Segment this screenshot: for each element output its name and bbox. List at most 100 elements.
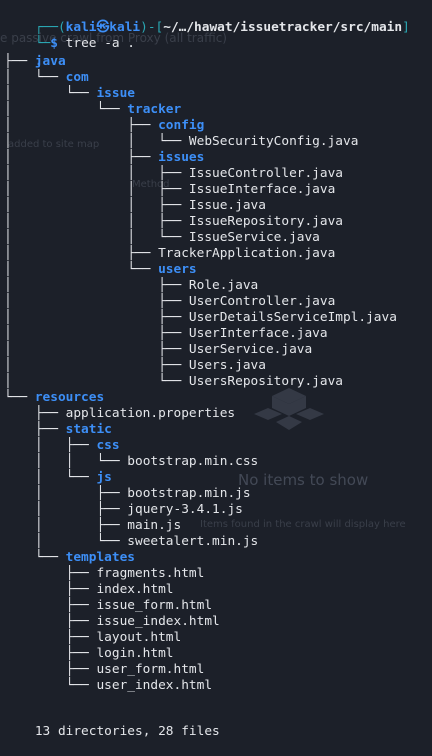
directory-name: config [158,118,205,133]
tree-branch-glyph: │ ├── [4,518,128,533]
tree-branch-glyph: ├── [4,598,97,613]
tree-branch-glyph: │ └── [4,86,97,101]
tree-file-row: ├── index.html [4,582,174,598]
tree-directory-row: ├── java [4,54,66,70]
file-name: bootstrap.min.css [127,454,259,469]
file-name: UserController.java [188,294,336,309]
prompt-path: ~/…/hawat/issuetracker/src/main [163,20,403,35]
tree-directory-row: │ └── users [4,262,197,278]
prompt-line: ┌──(kali㉿kali)-[~/…/hawat/issuetracker/s… [4,4,410,35]
file-name: index.html [96,582,174,597]
tree-branch-glyph: │ └── [4,70,66,85]
tree-branch-glyph: │ ├── [4,438,97,453]
command-text: tree -a . [57,36,136,51]
tree-file-row: │ ├── UserDetailsServiceImpl.java [4,310,397,326]
empty-box-icon [254,388,324,430]
summary-text: 13 directories, 28 files [34,724,220,739]
tree-branch-glyph: ├── [4,662,97,677]
tree-directory-row: │ └── js [4,470,112,486]
file-name: IssueInterface.java [188,182,336,197]
tree-branch-glyph: │ │ ├── [4,214,189,229]
directory-name: templates [65,550,135,565]
tree-branch-glyph: │ │ ├── [4,198,189,213]
tree-branch-glyph: │ ├── [4,502,128,517]
overlay-empty-title: No items to show [238,471,369,489]
tree-file-row: │ ├── UserInterface.java [4,326,328,342]
tree-branch-glyph: │ │ ├── [4,166,189,181]
tree-directory-row: │ └── com [4,70,89,86]
tree-file-row: ├── issue_index.html [4,614,220,630]
tree-file-row: │ │ ├── IssueInterface.java [4,182,335,198]
overlay-empty-subtitle: Items found in the crawl will display he… [200,519,406,530]
directory-name: users [158,262,197,277]
tree-branch-glyph: │ │ ├── [4,182,189,197]
file-name: bootstrap.min.js [127,486,251,501]
tree-directory-row: └── resources [4,390,104,406]
tree-branch-glyph: │ ├── [4,358,189,373]
file-name: WebSecurityConfig.java [188,134,359,149]
tree-file-row: │ │ └── IssueService.java [4,230,320,246]
file-name: jquery-3.4.1.js [127,502,243,517]
summary-line: 13 directories, 28 files [4,708,220,739]
tree-branch-glyph: │ └── [4,262,159,277]
tree-directory-row: └── templates [4,550,135,566]
tree-file-row: │ └── UsersRepository.java [4,374,343,390]
tree-branch-glyph: └── [4,550,66,565]
prompt-at-symbol: ㉿ [96,20,110,35]
file-name: TrackerApplication.java [158,246,336,261]
tree-directory-row: │ └── issue [4,86,135,102]
file-name: UserInterface.java [188,326,328,341]
tree-branch-glyph: │ ├── [4,294,189,309]
tree-branch-glyph: │ ├── [4,342,189,357]
tree-directory-row: │ ├── issues [4,150,204,166]
directory-name: issue [96,86,135,101]
directory-name: static [65,422,112,437]
tree-branch-glyph: ├── [4,54,35,69]
file-name: issue_form.html [96,598,213,613]
tree-branch-glyph: ├── [4,406,66,421]
tree-file-row: │ ├── Role.java [4,278,258,294]
directory-name: issues [158,150,205,165]
tree-branch-glyph: │ └── [4,374,189,389]
tree-file-row: ├── layout.html [4,630,182,646]
file-name: Users.java [188,358,266,373]
tree-branch-glyph: ├── [4,582,97,597]
file-name: sweetalert.min.js [127,534,259,549]
tree-file-row: │ ├── Users.java [4,358,266,374]
file-name: login.html [96,646,174,661]
file-name: layout.html [96,630,182,645]
tree-file-row: ├── user_form.html [4,662,205,678]
tree-root-dot: . [34,54,43,69]
tree-branch-glyph: ├── [4,614,97,629]
tree-branch-glyph: │ │ └── [4,134,189,149]
prompt-user: kali [65,20,97,35]
directory-name: com [65,70,89,85]
file-name: Role.java [188,278,259,293]
file-name: IssueService.java [188,230,320,245]
tree-branch-glyph: │ └── [4,534,128,549]
tree-branch-glyph: │ ├── [4,486,128,501]
tree-directory-row: │ ├── css [4,438,120,454]
tree-branch-glyph: │ ├── [4,310,189,325]
tree-directory-row: │ └── tracker [4,102,181,118]
prompt-dollar: $ [50,36,58,51]
tree-file-row: │ │ ├── Issue.java [4,198,266,214]
tree-file-row: │ └── sweetalert.min.js [4,534,258,550]
tree-file-row: │ │ ├── IssueRepository.java [4,214,343,230]
tree-file-row: │ ├── TrackerApplication.java [4,246,335,262]
tree-branch-glyph: ├── [4,646,97,661]
tree-branch-glyph: │ ├── [4,150,159,165]
file-name: fragments.html [96,566,205,581]
file-name: main.js [127,518,182,533]
tree-file-row: │ ├── bootstrap.min.js [4,486,251,502]
file-name: IssueController.java [188,166,343,181]
directory-name: java [34,54,66,69]
directory-name: js [96,470,112,485]
tree-directory-row: │ ├── config [4,118,204,134]
tree-branch-glyph: ├── [4,630,97,645]
file-name: UserDetailsServiceImpl.java [188,310,397,325]
prompt-corner-top: ┌──( [34,20,66,35]
tree-branch-glyph: │ ├── [4,246,159,261]
tree-file-row: ├── issue_form.html [4,598,212,614]
tree-file-row: │ ├── UserController.java [4,294,335,310]
